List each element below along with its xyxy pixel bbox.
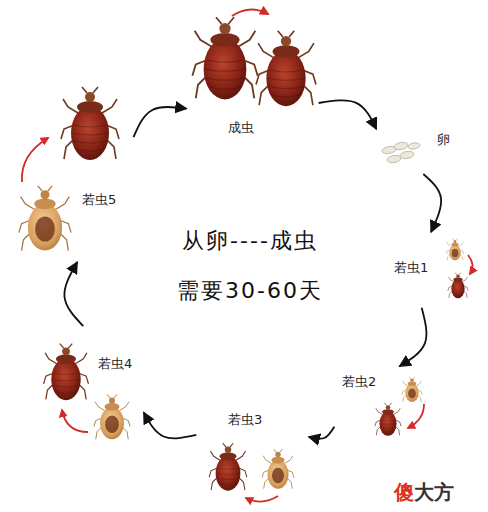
nymph-bug: [19, 186, 71, 251]
cycle-arrow: [64, 262, 83, 326]
life-stage: 若虫3: [200, 410, 305, 508]
center-text: 需要30-60天: [177, 278, 323, 304]
nymph-bug: [44, 344, 89, 401]
nymph-bug: [262, 449, 294, 489]
stage-label: 成虫: [228, 120, 254, 136]
red-arrow: [232, 9, 268, 16]
life-stage: 若虫1: [392, 236, 480, 304]
egg-cluster: [381, 141, 420, 163]
red-arrow: [408, 404, 424, 428]
stage-label: 卵: [437, 132, 450, 148]
red-arrow: [62, 410, 88, 432]
red-arrow: [468, 255, 473, 274]
cycle-arrow: [309, 427, 335, 439]
cycle-arrow: [319, 100, 377, 129]
stage-label: 若虫3: [228, 412, 262, 428]
nymph-bug: [448, 273, 468, 299]
nymph-bug: [402, 377, 422, 402]
stage-label: 若虫4: [98, 356, 132, 372]
life-stage: 卵: [380, 128, 460, 170]
life-stage: 成虫: [190, 2, 315, 144]
center-text: 从卵----成虫: [182, 228, 318, 254]
stage-label: 若虫5: [82, 192, 116, 208]
cycle-arrow: [134, 107, 187, 137]
red-arrow: [246, 496, 278, 502]
red-arrow: [22, 138, 48, 182]
nymph-bug: [209, 443, 247, 490]
stage-label: 若虫1: [394, 260, 428, 276]
adult-bug: [256, 31, 316, 106]
nymph-bug: [446, 239, 463, 261]
life-stage: 若虫2: [338, 370, 430, 444]
cycle-arrow: [144, 412, 197, 438]
nymph-bug: [94, 394, 130, 439]
life-stage: 若虫4: [38, 330, 140, 448]
nymph-bug: [375, 403, 401, 436]
cycle-arrow: [423, 174, 441, 232]
stage-label: 若虫2: [342, 374, 376, 390]
cycle-arrow: [399, 308, 426, 367]
watermark: 傻大方: [394, 480, 454, 504]
nymph-bug: [61, 87, 119, 160]
life-stage: 若虫5: [8, 86, 130, 258]
adult-bug: [192, 17, 257, 99]
